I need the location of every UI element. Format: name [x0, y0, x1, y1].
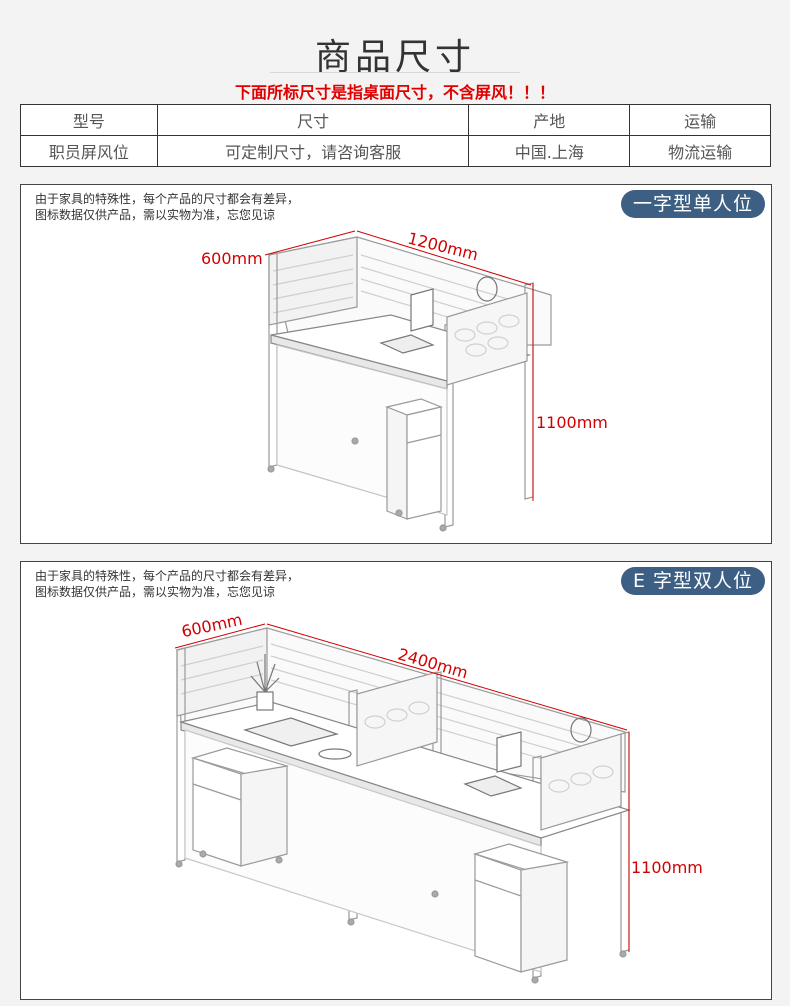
disclaimer-line-2: 图标数据仅供产品，需以实物为准，忘您见谅 [35, 585, 276, 599]
height-dimension: 1100mm [631, 858, 703, 877]
value-origin: 中国.上海 [468, 135, 631, 167]
disclaimer-line-1: 由于家具的特殊性，每个产品的尺寸都会有差异， [35, 569, 300, 583]
header-origin: 产地 [468, 104, 631, 136]
disclaimer-note: 由于家具的特殊性，每个产品的尺寸都会有差异， 图标数据仅供产品，需以实物为准，忘… [35, 568, 299, 600]
disclaimer-line-2: 图标数据仅供产品，需以实物为准，忘您见谅 [35, 208, 276, 222]
page-title: 商品尺寸 [314, 37, 475, 78]
value-model: 职员屏风位 [20, 135, 158, 167]
header-shipping: 运输 [629, 104, 771, 136]
double-desk-illustration [174, 623, 632, 984]
header-size: 尺寸 [156, 104, 470, 136]
layout-badge: 一字型单人位 [620, 190, 765, 218]
double-desk-panel: 由于家具的特殊性，每个产品的尺寸都会有差异， 图标数据仅供产品，需以实物为准，忘… [20, 561, 772, 1000]
size-warning: 下面所标尺寸是指桌面尺寸，不含屏风！！！ [234, 83, 555, 102]
spec-value-row: 职员屏风位 可定制尺寸，请咨询客服 中国.上海 物流运输 [20, 135, 771, 167]
spec-header-row: 型号 尺寸 产地 运输 [20, 104, 771, 136]
value-size: 可定制尺寸，请咨询客服 [156, 135, 470, 167]
height-dimension: 1100mm [536, 413, 608, 432]
depth-dimension: 600mm [201, 249, 263, 268]
value-shipping: 物流运输 [629, 135, 771, 167]
spec-table: 型号 尺寸 产地 运输 职员屏风位 可定制尺寸，请咨询客服 中国.上海 物流运输 [20, 104, 771, 167]
layout-badge: E 字型双人位 [620, 567, 765, 595]
single-desk-panel: 由于家具的特殊性，每个产品的尺寸都会有差异， 图标数据仅供产品，需以实物为准，忘… [20, 184, 772, 544]
title-divider [270, 72, 520, 73]
single-desk-illustration [264, 230, 552, 532]
disclaimer-line-1: 由于家具的特殊性，每个产品的尺寸都会有差异， [35, 192, 300, 206]
header-model: 型号 [20, 104, 158, 136]
disclaimer-note: 由于家具的特殊性，每个产品的尺寸都会有差异， 图标数据仅供产品，需以实物为准，忘… [35, 191, 299, 223]
